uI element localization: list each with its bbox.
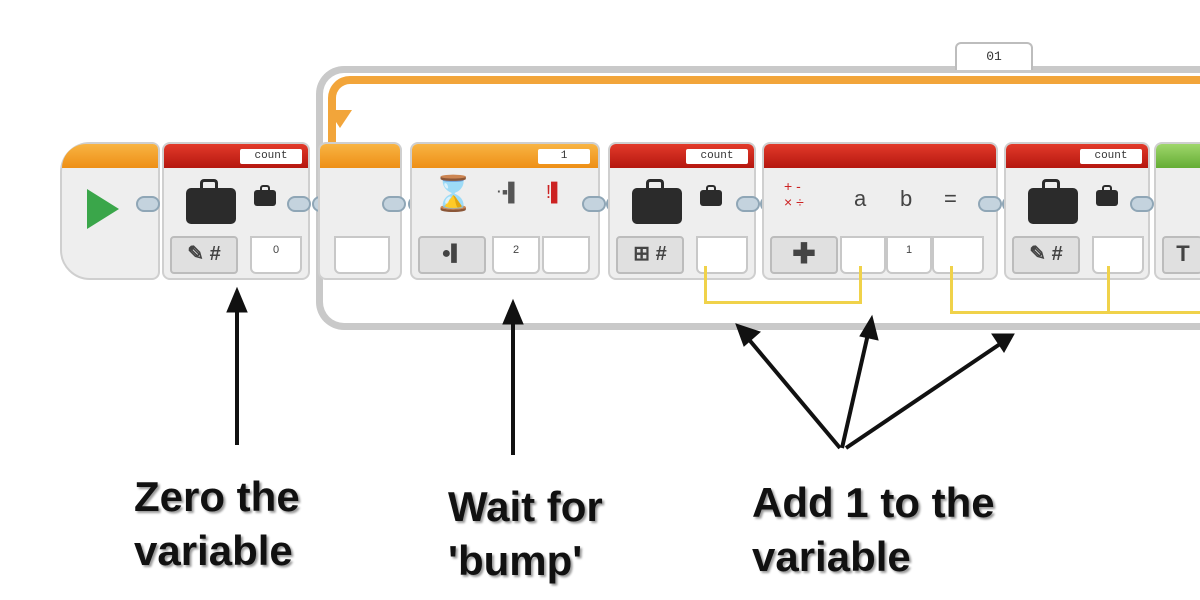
pencil-icon: ✎ <box>187 243 205 265</box>
hourglass-icon: ⌛ <box>432 175 475 213</box>
arrow-head <box>991 333 1015 353</box>
input-b-label: b <box>900 186 913 211</box>
data-wire[interactable] <box>1107 266 1200 314</box>
mode-selector[interactable]: T <box>1162 236 1200 274</box>
pencil-icon: ✎ <box>1029 243 1047 265</box>
display-block-header <box>1156 144 1200 168</box>
data-wire[interactable] <box>950 266 1110 314</box>
arrow-head <box>735 323 761 347</box>
port-input[interactable]: 2 <box>492 236 540 274</box>
annotation-arrow <box>744 334 842 450</box>
plus-icon: ✚ <box>792 238 816 269</box>
output-label: = <box>944 186 957 211</box>
caption-line: Wait for <box>448 483 603 530</box>
port-field[interactable]: 2 <box>512 244 520 256</box>
mode-selector[interactable]: ●▌ <box>418 236 486 274</box>
caption-line: variable <box>134 527 293 574</box>
caption-add-one: Add 1 to the variable <box>752 476 995 584</box>
variable-block-write[interactable]: count ✎ # 0 <box>162 142 310 280</box>
loop-label[interactable]: 01 <box>955 42 1033 70</box>
hash-icon: # <box>655 243 667 265</box>
sensor-mode-icon: ●▌ <box>441 245 463 262</box>
caption-line: 'bump' <box>448 537 583 584</box>
variable-name-field[interactable]: count <box>686 149 748 164</box>
input-a[interactable] <box>840 236 886 274</box>
math-block-add[interactable]: + -× ÷ a b = ✚ 1 <box>762 142 998 280</box>
hash-icon: # <box>1051 243 1063 265</box>
wait-block-touch[interactable]: 1 ⌛ ⋅▪▌ !▌ ●▌ 2 <box>410 142 600 280</box>
variable-name-field[interactable]: count <box>1080 149 1142 164</box>
input-b[interactable]: 1 <box>886 236 932 274</box>
display-block-partial[interactable]: T <box>1154 142 1200 280</box>
mode-selector[interactable]: ✎ # <box>1012 236 1080 274</box>
sequence-connector[interactable] <box>1130 196 1154 212</box>
arrow-head <box>859 314 879 341</box>
sequence-connector[interactable] <box>382 196 406 212</box>
math-icon: + -× ÷ <box>784 178 804 210</box>
input-b-value[interactable]: 1 <box>905 244 913 256</box>
sequence-connector[interactable] <box>136 196 160 212</box>
variable-block-write[interactable]: count ✎ # <box>1004 142 1150 280</box>
wait-port-field[interactable]: 1 <box>538 149 590 164</box>
text-icon: T <box>1176 241 1190 266</box>
sequence-connector[interactable] <box>582 196 606 212</box>
loop-condition-slot[interactable] <box>334 236 390 274</box>
loop-start-block[interactable] <box>318 142 402 280</box>
annotation-arrow <box>840 333 870 449</box>
result-output[interactable] <box>932 236 984 274</box>
state-input[interactable] <box>542 236 590 274</box>
variable-name-field[interactable]: count <box>240 149 302 164</box>
briefcase-icon <box>186 179 236 224</box>
value-field[interactable]: 0 <box>272 244 280 256</box>
start-block-header <box>62 144 158 168</box>
briefcase-icon <box>1096 185 1118 206</box>
book-icon: ⊞ <box>633 243 651 265</box>
loop-start-header <box>320 144 400 168</box>
briefcase-icon <box>632 179 682 224</box>
touch-sensor-icon: ⋅▪▌ <box>496 182 521 202</box>
arrow-head <box>226 286 248 313</box>
math-block-header <box>764 144 996 168</box>
annotation-arrow <box>844 342 1002 450</box>
hash-icon: # <box>209 243 221 265</box>
briefcase-icon <box>254 185 276 206</box>
caption-zero-variable: Zero the variable <box>134 470 300 578</box>
value-input[interactable] <box>1092 236 1144 274</box>
caption-line: Zero the <box>134 473 300 520</box>
mode-selector[interactable]: ✎ # <box>170 236 238 274</box>
sequence-connector[interactable] <box>287 196 311 212</box>
caption-wait-bump: Wait for 'bump' <box>448 480 603 588</box>
value-input[interactable]: 0 <box>250 236 302 274</box>
arrow-head <box>502 298 524 325</box>
play-icon[interactable] <box>87 189 119 229</box>
briefcase-icon <box>1028 179 1078 224</box>
briefcase-icon <box>700 185 722 206</box>
touch-sensor-icon: !▌ <box>546 182 564 202</box>
sequence-connector[interactable] <box>736 196 760 212</box>
caption-line: Add 1 to the <box>752 479 995 526</box>
sequence-connector[interactable] <box>978 196 1002 212</box>
mode-selector[interactable]: ✚ <box>770 236 838 274</box>
data-wire[interactable] <box>704 266 862 304</box>
caption-line: variable <box>752 533 911 580</box>
loop-return-arrow-icon <box>328 110 352 128</box>
mode-selector[interactable]: ⊞ # <box>616 236 684 274</box>
input-a-label: a <box>854 186 867 211</box>
